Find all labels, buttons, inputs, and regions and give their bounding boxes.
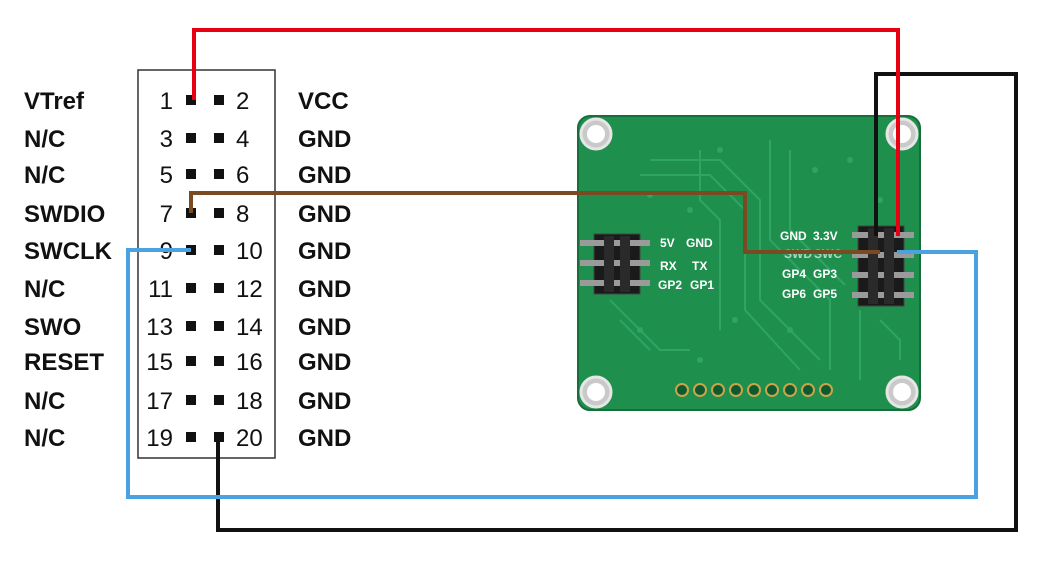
pcb-pin-label: GND — [686, 236, 713, 250]
pcb-pin-label: GP5 — [813, 287, 837, 301]
jtag-pin — [186, 356, 196, 366]
pcb-pin-label: GP2 — [658, 278, 682, 292]
jtag-right-label: GND — [298, 388, 351, 415]
jtag-pin — [214, 95, 224, 105]
pcb-pin-label: GP3 — [813, 267, 837, 281]
pcb-pin-label: 3.3V — [813, 229, 838, 243]
pcb-body — [577, 115, 921, 411]
jtag-pin — [214, 133, 224, 143]
pcb-pin-label: RX — [660, 259, 677, 273]
jtag-right-pin-number: 4 — [236, 126, 249, 153]
jtag-left-pin-number: 3 — [160, 126, 173, 153]
jtag-right-pin-number: 8 — [236, 201, 249, 228]
jtag-pin — [214, 321, 224, 331]
jtag-left-pin-number: 17 — [146, 388, 173, 415]
pcb-pin-label: 5V — [660, 236, 675, 250]
jtag-right-label: GND — [298, 314, 351, 341]
mounting-hole-icon — [587, 125, 605, 143]
jtag-header-outline — [137, 69, 276, 459]
jtag-pin — [214, 169, 224, 179]
jtag-pin — [186, 133, 196, 143]
jtag-row: RESET 15 16 GND — [24, 349, 351, 376]
jtag-right-pin-number: 2 — [236, 88, 249, 115]
jtag-pin — [186, 283, 196, 293]
jtag-left-pin-number: 7 — [160, 201, 173, 228]
jtag-left-pin-number: 13 — [146, 314, 173, 341]
jtag-pin — [186, 432, 196, 442]
pcb-left-header — [580, 233, 650, 295]
pcb-board: 5V GND RX TX GP2 GP1 GND 3.3V SWD SWC GP… — [577, 115, 921, 411]
jtag-row: SWO 13 14 GND — [24, 314, 351, 341]
jtag-right-label: GND — [298, 162, 351, 189]
jtag-left-pin-number: 11 — [148, 276, 173, 303]
jtag-left-label: N/C — [24, 126, 65, 153]
jtag-right-pin-number: 10 — [236, 238, 263, 265]
jtag-left-pin-number: 19 — [146, 425, 173, 452]
jtag-right-label: GND — [298, 201, 351, 228]
jtag-right-pin-number: 18 — [236, 388, 263, 415]
jtag-left-pin-number: 1 — [160, 88, 173, 115]
jtag-left-label: RESET — [24, 349, 104, 376]
jtag-left-label: N/C — [24, 276, 65, 303]
jtag-pin — [214, 245, 224, 255]
jtag-pin — [186, 169, 196, 179]
jtag-left-pin-number: 15 — [146, 349, 173, 376]
jtag-left-label: VTref — [24, 88, 85, 115]
jtag-right-label: GND — [298, 349, 351, 376]
jtag-left-label: SWCLK — [24, 238, 113, 265]
jtag-row: N/C 5 6 GND — [24, 162, 351, 189]
vcc-wire — [192, 28, 900, 236]
jtag-left-label: N/C — [24, 425, 65, 452]
mounting-hole-icon — [587, 383, 605, 401]
pcb-pin-label: TX — [692, 259, 707, 273]
jtag-pin — [186, 395, 196, 405]
mounting-hole-icon — [893, 125, 911, 143]
swclk-wire — [126, 248, 978, 499]
mounting-hole-icon — [893, 383, 911, 401]
jtag-right-pin-number: 14 — [236, 314, 263, 341]
jtag-right-label: GND — [298, 126, 351, 153]
swdio-wire — [189, 191, 880, 254]
pcb-traces — [609, 140, 901, 380]
jtag-pin — [214, 283, 224, 293]
jtag-right-label: GND — [298, 425, 351, 452]
jtag-right-label: GND — [298, 276, 351, 303]
jtag-pin — [186, 321, 196, 331]
jtag-row: N/C 3 4 GND — [24, 126, 351, 153]
jtag-pin — [214, 208, 224, 218]
jtag-right-label: GND — [298, 238, 351, 265]
jtag-left-label: N/C — [24, 162, 65, 189]
jtag-right-pin-number: 16 — [236, 349, 263, 376]
pcb-pin-label: GND — [780, 229, 807, 243]
jtag-right-pin-number: 12 — [236, 276, 263, 303]
pcb-pin-label: GP1 — [690, 278, 714, 292]
jtag-right-pin-number: 6 — [236, 162, 249, 189]
jtag-row: N/C 19 20 GND — [24, 425, 351, 452]
jtag-row: N/C 11 12 GND — [24, 276, 351, 303]
jtag-left-pin-number: 5 — [160, 162, 173, 189]
gnd-wire — [216, 72, 1018, 532]
jtag-right-pin-number: 20 — [236, 425, 263, 452]
jtag-left-label: SWDIO — [24, 201, 105, 228]
jtag-pin — [214, 356, 224, 366]
jtag-pin — [186, 95, 196, 105]
jtag-left-label: N/C — [24, 388, 65, 415]
pcb-bottom-pads — [675, 383, 833, 397]
pcb-pin-label: GP6 — [782, 287, 806, 301]
jtag-row: SWCLK 9 10 GND — [24, 238, 351, 265]
jtag-row: N/C 17 18 GND — [24, 388, 351, 415]
pcb-right-header — [852, 225, 914, 307]
jtag-right-label: VCC — [298, 88, 349, 115]
pcb-pin-label: GP4 — [782, 267, 806, 281]
jtag-pin — [214, 395, 224, 405]
jtag-row: VTref 1 2 VCC — [24, 88, 349, 115]
jtag-left-label: SWO — [24, 314, 81, 341]
